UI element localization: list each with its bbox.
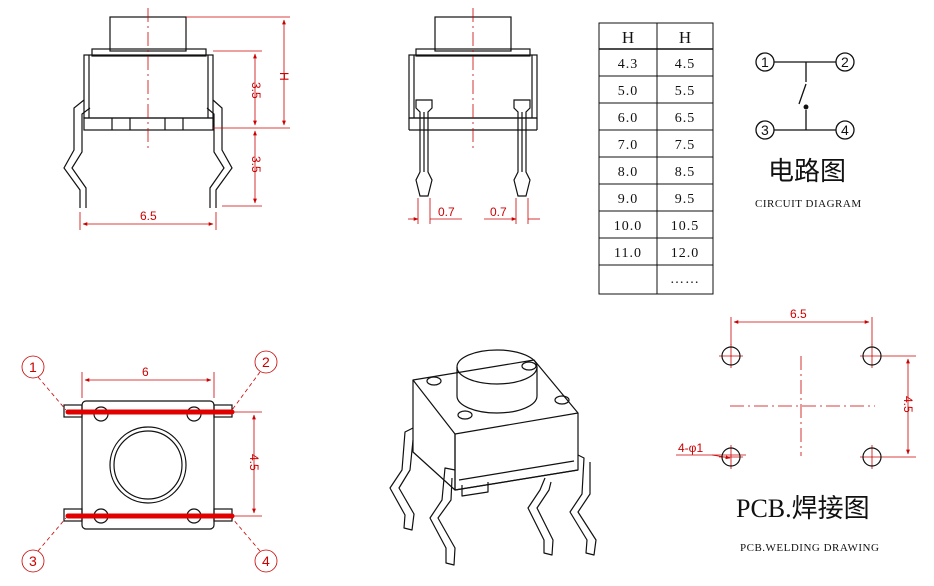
table-cell: 10.5 <box>671 219 700 234</box>
table-cell: 7.0 <box>618 138 639 153</box>
pcb-dim-width: 6.5 <box>790 307 807 321</box>
top-pin-1: 1 <box>29 359 37 375</box>
top-pin-2: 2 <box>262 354 270 370</box>
circuit-caption: CIRCUIT DIAGRAM <box>755 198 862 210</box>
top-pin-3: 3 <box>29 553 37 569</box>
side-dim-pin-left: 0.7 <box>438 205 455 219</box>
table-cell: 8.5 <box>675 165 696 180</box>
table-cell: 9.5 <box>675 192 696 207</box>
table-cell: 5.0 <box>618 84 639 99</box>
front-view-dimensions <box>79 16 290 230</box>
table-header-cell: H <box>679 28 691 47</box>
table-cell: 8.0 <box>618 165 639 180</box>
pcb-layout <box>676 317 916 469</box>
circuit-pin-1: 1 <box>761 54 769 70</box>
circuit-pin-4: 4 <box>841 122 849 138</box>
top-view-dimensions <box>21 350 278 573</box>
circuit-title: 电路图 <box>768 157 846 186</box>
pcb-dim-spacing: 4.5 <box>901 396 915 413</box>
table-cell: …… <box>670 272 700 287</box>
table-cell: 6.0 <box>618 111 639 126</box>
top-pin-4: 4 <box>262 553 270 569</box>
circuit-pin-3: 3 <box>761 122 769 138</box>
table-header-cell: H <box>622 28 634 47</box>
front-dim-leg: 3.5 <box>249 156 263 173</box>
front-dim-body: 3.5 <box>249 82 263 99</box>
pcb-hole-label: 4-φ1 <box>678 441 703 455</box>
top-dim-width: 6 <box>142 365 149 379</box>
table-cell: 11.0 <box>614 246 642 261</box>
pcb-title: PCB.焊接图 <box>736 494 870 523</box>
pcb-caption: PCB.WELDING DRAWING <box>740 542 879 554</box>
top-view <box>63 400 233 530</box>
circuit-pin-2: 2 <box>841 54 849 70</box>
height-table <box>598 22 714 295</box>
side-view-dimensions <box>408 198 540 224</box>
isometric-view <box>389 349 597 566</box>
table-cell: 12.0 <box>671 246 700 261</box>
top-view-contacts <box>65 409 235 519</box>
front-view <box>63 8 233 208</box>
front-dim-h: H <box>277 72 291 81</box>
table-cell: 5.5 <box>675 84 696 99</box>
height-table-text: H H 4.3 4.5 5.0 5.5 6.0 6.5 7.0 7.5 8.0 … <box>614 28 700 287</box>
side-view <box>408 8 538 197</box>
front-dim-width: 6.5 <box>140 209 157 223</box>
circuit-diagram <box>755 52 855 140</box>
table-cell: 9.0 <box>618 192 639 207</box>
table-cell: 6.5 <box>675 111 696 126</box>
table-cell: 10.0 <box>614 219 643 234</box>
table-cell: 4.5 <box>675 57 696 72</box>
table-cell: 4.3 <box>618 57 639 72</box>
table-cell: 7.5 <box>675 138 696 153</box>
top-dim-spacing: 4.5 <box>247 454 261 471</box>
side-dim-pin-right: 0.7 <box>490 205 507 219</box>
